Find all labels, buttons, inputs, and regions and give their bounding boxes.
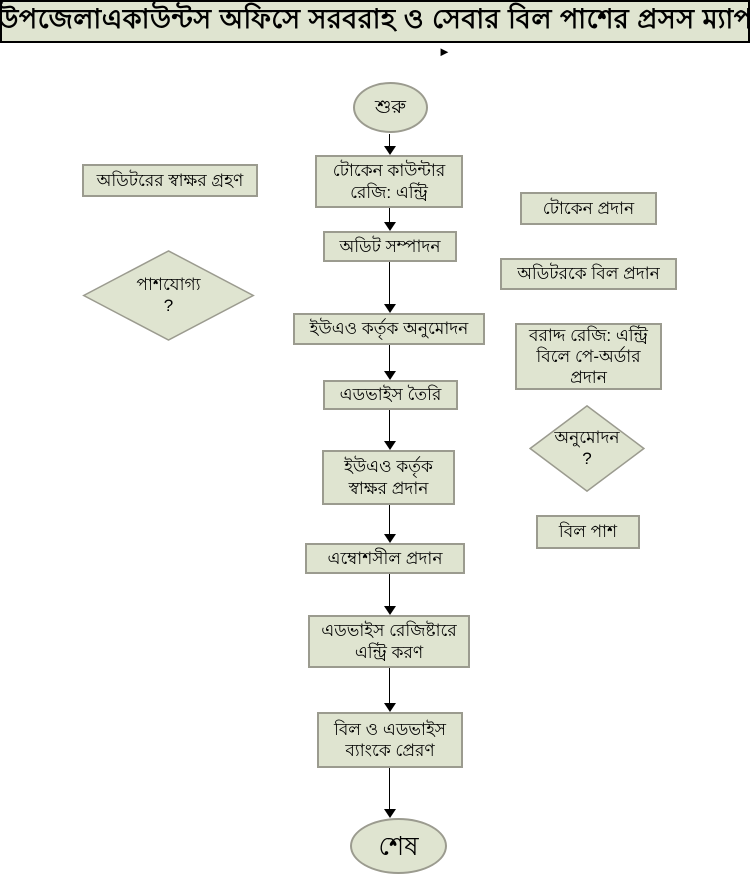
decision-approval-label: অনুমোদন ?	[529, 405, 645, 492]
flow-arrow	[383, 668, 396, 712]
note-allocation-registry-pay-order: বরাদ্দ রেজি: এন্ট্রি বিলে পে-অর্ডার প্রদ…	[515, 323, 662, 390]
decision-passable: পাশযোগ্য ?	[82, 250, 255, 341]
flow-arrow	[383, 208, 396, 231]
arrow-head-icon	[383, 534, 396, 543]
arrow-head-icon	[383, 304, 396, 313]
step-audit-performed: অডিট সম্পাদন	[323, 231, 457, 262]
arrow-shaft	[389, 345, 390, 371]
step-token-counter-registry-entry: টোকেন কাউন্টার রেজি: এন্ট্রি	[315, 155, 463, 208]
decision-line2: ?	[163, 295, 174, 315]
arrow-head-icon	[383, 809, 396, 818]
arrow-shaft	[389, 505, 390, 534]
step-emboss-seal: এম্বোশসীল প্রদান	[305, 543, 465, 574]
note-bill-to-auditor: অডিটরকে বিল প্রদান	[500, 258, 677, 290]
flow-arrow	[383, 768, 396, 818]
decision-line1: পাশযোগ্য	[136, 275, 201, 295]
arrow-shaft	[389, 668, 390, 703]
arrow-head-icon	[383, 703, 396, 712]
step-uao-signature: ইউএও কর্তৃক স্বাক্ষর প্রদান	[322, 450, 455, 505]
flow-arrow	[383, 134, 396, 155]
arrow-shaft	[389, 134, 390, 146]
decision-line2: ?	[582, 448, 592, 468]
note-bill-passed: বিল পাশ	[536, 515, 640, 549]
flow-arrow	[383, 505, 396, 543]
note-token-given: টোকেন প্রদান	[520, 192, 657, 225]
arrow-head-icon	[383, 371, 396, 380]
step-advice-register-entry: এডভাইস রেজিষ্টারে এন্ট্রি করণ	[308, 615, 470, 668]
arrow-shaft	[389, 768, 390, 809]
note-auditor-signature: অডিটরের স্বাক্ষর গ্রহণ	[82, 164, 258, 197]
flow-arrow	[383, 345, 396, 380]
pointer-triangle-icon: ►	[438, 44, 451, 59]
start-terminator: শুরু	[353, 82, 428, 133]
arrow-shaft	[389, 574, 390, 606]
arrow-head-icon	[383, 222, 396, 231]
arrow-shaft	[389, 410, 390, 441]
arrow-head-icon	[383, 146, 396, 155]
flow-arrow	[383, 262, 396, 313]
diamond-shape	[529, 405, 645, 492]
end-terminator: শেষ	[350, 818, 447, 874]
decision-line1: অনুমোদন	[554, 428, 620, 448]
flow-arrow	[383, 574, 396, 615]
flow-arrow	[383, 410, 396, 450]
diamond-shape	[82, 250, 255, 341]
page-title: উপজেলাএকাউন্টস অফিসে সরবরাহ ও সেবার বিল …	[0, 0, 750, 43]
arrow-head-icon	[383, 441, 396, 450]
arrow-head-icon	[383, 606, 396, 615]
arrow-shaft	[389, 262, 390, 304]
decision-passable-label: পাশযোগ্য ?	[82, 250, 255, 341]
step-send-bill-advice-to-bank: বিল ও এডভাইস ব্যাংকে প্রেরণ	[317, 712, 463, 768]
arrow-shaft	[389, 208, 390, 222]
decision-approval: অনুমোদন ?	[529, 405, 645, 492]
step-advice-created: এডভাইস তৈরি	[323, 380, 458, 410]
step-uao-approval: ইউএও কর্তৃক অনুমোদন	[293, 313, 485, 345]
